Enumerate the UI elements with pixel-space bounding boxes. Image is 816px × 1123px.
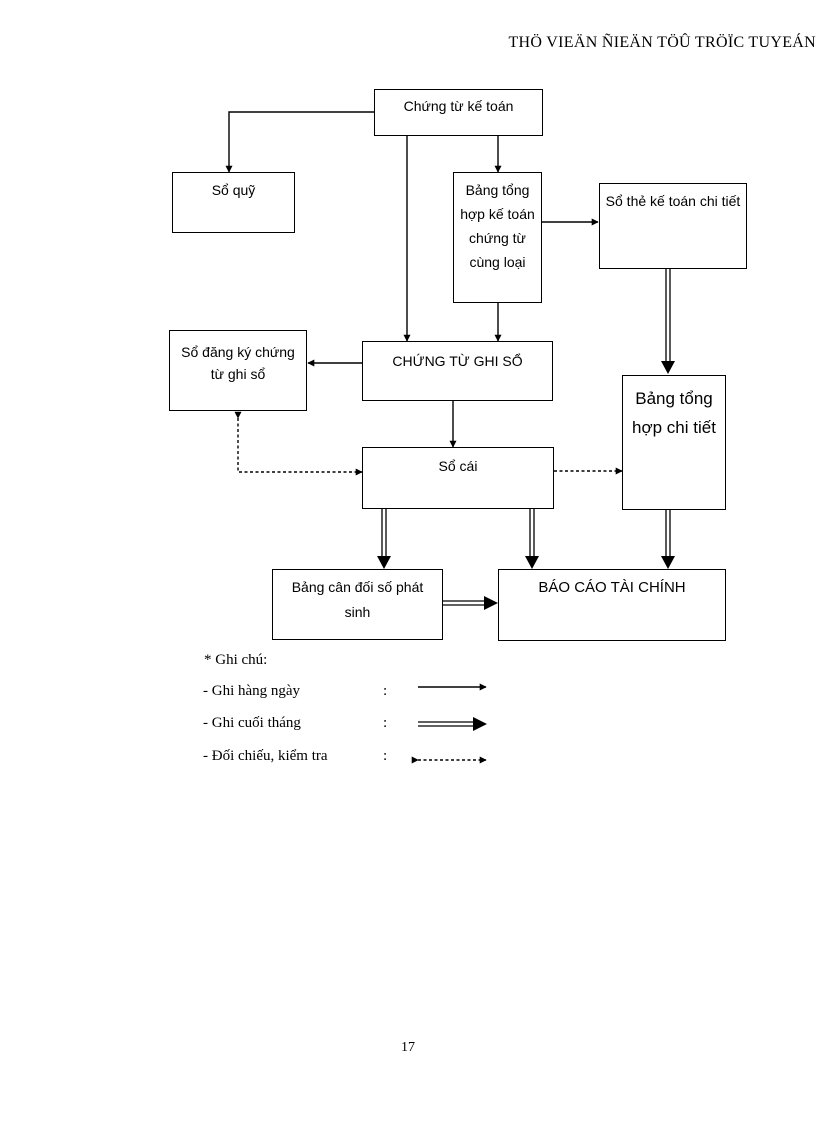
legend-colon: : [383,683,388,699]
box-bao-cao-tai-chinh: BÁO CÁO TÀI CHÍNH [498,569,726,641]
double-arrow-socai-to-bangcandoi [377,509,391,569]
box-so-quy: Sổ quỹ [172,172,295,233]
double-arrow-bangcandoi-to-baocao [443,596,498,610]
box-chung-tu-ke-toan: Chứng từ kế toán [374,89,543,136]
box-bang-can-doi-so-phat-sinh: Bảng cân đối số phát sinh [272,569,443,640]
legend-label-month-end: - Ghi cuối tháng [203,715,301,731]
legend-colon: : [383,748,388,764]
double-arrow-bangtonghopchitiet-to-baocao [661,510,675,569]
box-so-the-ke-toan-chi-tiet: Sổ thẻ kế toán chi tiết [599,183,747,269]
legend-double-arrow [418,717,487,731]
box-bang-tong-hop-chi-tiet: Bảng tổng hợp chi tiết [622,375,726,510]
double-arrow-sothe-to-bangtonghopchitiet [661,269,675,374]
box-bang-tong-hop-chung-tu-cung-loai: Bảng tổng hợp kế toán chứng từ cùng loại [453,172,542,303]
box-so-cai: Sổ cái [362,447,554,509]
legend-colon: : [383,715,388,731]
legend-title: * Ghi chú: [204,652,268,668]
legend-label-reconciliation: - Đối chiếu, kiểm tra [203,748,328,764]
double-arrow-socai-to-baocao [525,509,539,569]
page-header: THÖ VIEÄN ÑIEÄN TÖÛ TRÖÏC TUYEÁN [508,34,816,51]
arrow-chungtu-to-soquy [225,111,374,173]
page-number: 17 [401,1040,415,1055]
legend-label-daily: - Ghi hàng ngày [203,683,301,699]
box-so-dang-ky-chung-tu-ghi-so: Sổ đăng ký chứng từ ghi sổ [169,330,307,411]
box-chung-tu-ghi-so: CHỨNG TỪ GHI SỔ [362,341,553,401]
dashed-arrow-sodangky-socai [234,411,363,476]
